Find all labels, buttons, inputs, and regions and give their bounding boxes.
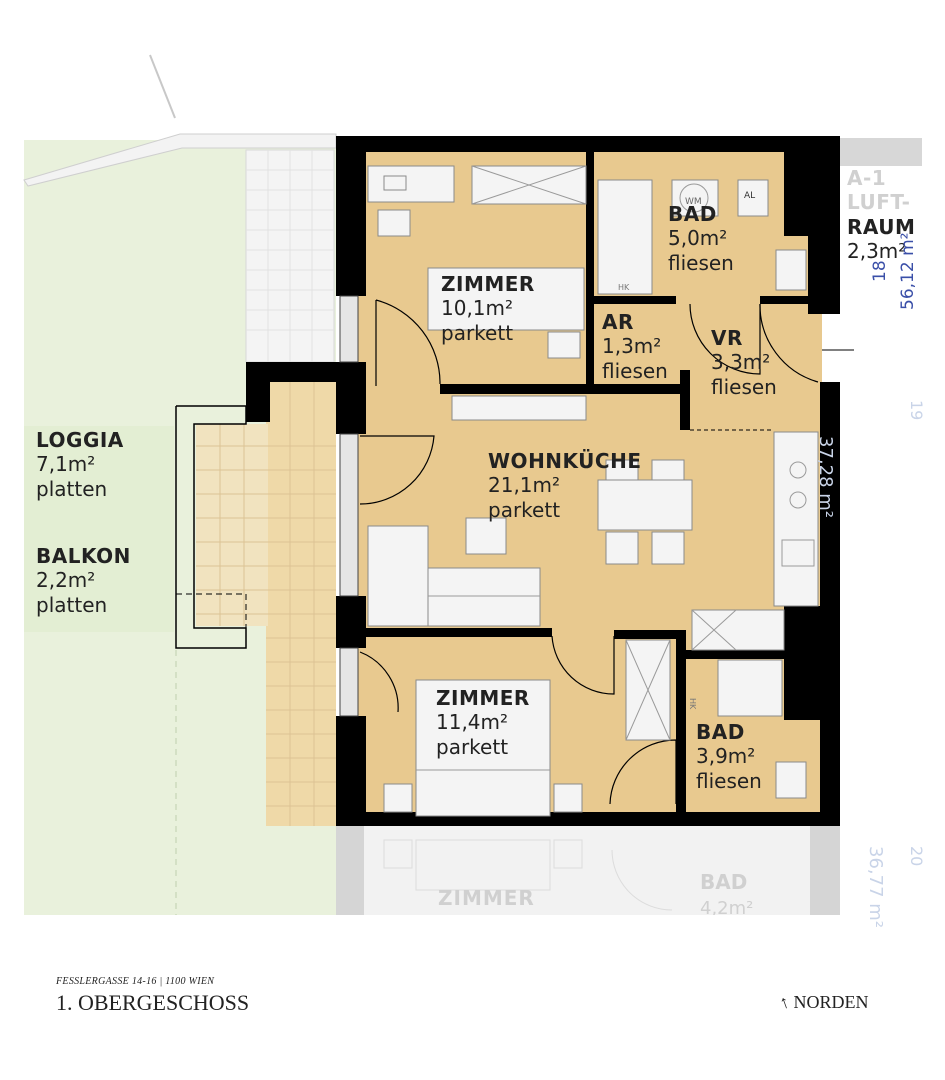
ghost-wall-right (810, 826, 840, 915)
room-area: 21,1m² (488, 473, 561, 498)
neighbor-no-19: 19 (906, 400, 926, 420)
luftraum-line3: RAUM (847, 214, 916, 239)
room-name: LOGGIA (36, 428, 124, 452)
ghost-lower-floor (336, 826, 840, 915)
ghost-zimmer-label: ZIMMER (438, 886, 535, 910)
al-label: AL (744, 191, 755, 201)
room-area: 1,3m² (602, 334, 662, 359)
room-area: 5,0m² (668, 226, 728, 251)
room-area: 2,2m² (36, 568, 96, 593)
floor-title-text: 1. OBERGESCHOSS (56, 990, 250, 1015)
luftraum-line2: LUFT- (847, 190, 911, 215)
room-bad-1: BAD 5,0m² fliesen (668, 202, 734, 275)
north-arrow-icon: ↑ (776, 991, 792, 1013)
neighbor-no-20-text: 20 (907, 846, 926, 867)
address-line: FESSLERGASSE 14-16 | 1100 WIEN (56, 976, 214, 987)
balkon-floor (196, 424, 268, 626)
loggia-tile-grid (196, 380, 336, 826)
facade-grid-lines (246, 150, 334, 362)
room-floor: platten (36, 592, 108, 617)
room-area: 3,3m² (711, 350, 771, 375)
ghost-furniture (383, 839, 673, 911)
room-name: ZIMMER (436, 686, 530, 710)
neighbor-no-19-text: 19 (907, 400, 926, 421)
loggia-floor (266, 380, 336, 826)
room-area: 10,1m² (441, 296, 514, 321)
address-text: FESSLERGASSE 14-16 | 1100 WIEN (56, 976, 215, 987)
ghost-bad-area: 4,2m² (700, 898, 753, 915)
ghost-bad-label: BAD (700, 870, 747, 894)
hk-label-2: HK (688, 698, 697, 710)
room-floor: fliesen (668, 250, 734, 275)
room-area: 7,1m² (36, 452, 96, 477)
room-floor: parkett (488, 497, 561, 522)
neighbor-wall-right (840, 138, 922, 166)
neighbor-area-top-text: 37,28 m² (815, 436, 836, 519)
neighbor-vert-a-text: 18 (870, 260, 890, 282)
neighbor-vert-b: 56,12 m² (898, 233, 919, 310)
room-floor: parkett (436, 734, 509, 759)
neighbor-vert-b-text: 56,12 m² (898, 232, 918, 310)
room-area: 3,9m² (696, 744, 756, 769)
room-balkon: BALKON 2,2m² platten (36, 544, 131, 617)
room-name: BALKON (36, 544, 131, 568)
neighbor-area-bottom-text: 36,77 m² (865, 846, 886, 929)
neighbor-vert-a: 18 (870, 260, 891, 282)
luftraum-area: 2,3m² (847, 239, 907, 264)
room-name: BAD (668, 202, 717, 226)
loggia-label-bg (24, 426, 174, 632)
windows (339, 295, 359, 717)
room-floor: fliesen (711, 374, 777, 399)
room-bad-2: BAD 3,9m² fliesen (696, 720, 762, 793)
room-luftraum: A-1 LUFT- RAUM 2,3m² (847, 166, 915, 264)
room-ar: AR 1,3m² fliesen (602, 310, 668, 383)
ghost-zimmer-text: ZIMMER (438, 886, 535, 910)
room-floor: platten (36, 476, 108, 501)
ghost-bad-text: BAD (700, 870, 748, 894)
luftraum-line1: A-1 (847, 166, 887, 190)
outer-walls (246, 136, 840, 826)
room-vr: VR 3,3m² fliesen (711, 326, 777, 399)
room-area: 11,4m² (436, 710, 509, 735)
room-floor: parkett (441, 320, 514, 345)
door-swings (359, 299, 819, 805)
room-name: ZIMMER (441, 272, 535, 296)
ghost-bad-area-text: 4,2m² (700, 898, 754, 915)
room-floor: fliesen (602, 358, 668, 383)
floor-title: 1. OBERGESCHOSS (56, 990, 249, 1016)
room-name: AR (602, 310, 634, 334)
ghost-wall-left (336, 826, 364, 915)
hk-label-1: HK (618, 283, 630, 292)
interior-walls (352, 150, 818, 820)
north-label: NORDEN (793, 992, 869, 1012)
site-line (149, 54, 176, 119)
room-floor: fliesen (696, 768, 762, 793)
room-name: VR (711, 326, 743, 350)
room-name: BAD (696, 720, 745, 744)
north-indicator: ↑ NORDEN (776, 991, 869, 1013)
neighbor-no-20: 20 (906, 846, 926, 866)
room-loggia: LOGGIA 7,1m² platten (36, 428, 124, 501)
neighbor-area-bottom: 36,77 m² (864, 846, 886, 928)
room-name: WOHNKÜCHE (488, 449, 642, 473)
room-wohnkueche: WOHNKÜCHE 21,1m² parkett (488, 449, 642, 522)
neighbor-area-top: 37,28 m² (814, 436, 836, 518)
room-zimmer-1: ZIMMER 10,1m² parkett (441, 272, 535, 345)
wm-label: WM (685, 197, 702, 207)
room-zimmer-2: ZIMMER 11,4m² parkett (436, 686, 530, 759)
fixture-details (416, 165, 815, 771)
